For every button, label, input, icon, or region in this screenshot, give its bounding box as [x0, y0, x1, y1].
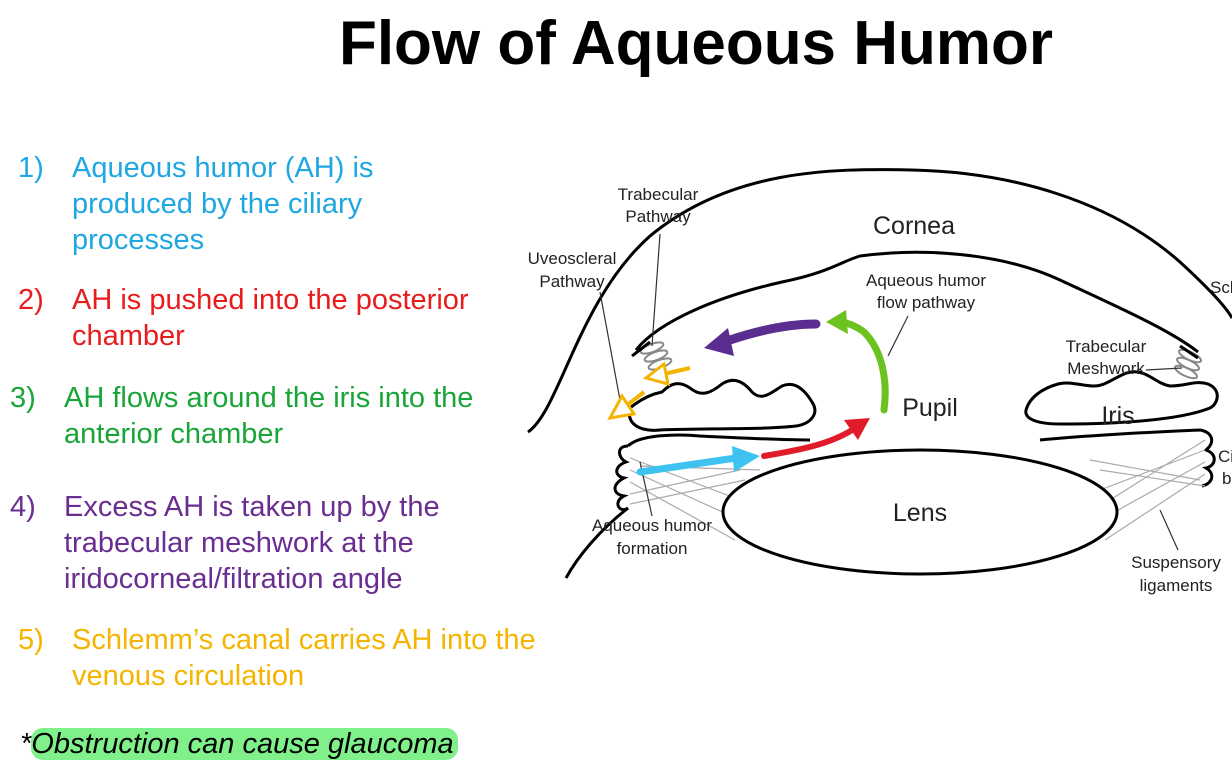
left-schlemm-canal — [631, 340, 651, 358]
posterior-chamber-arrowhead — [844, 418, 870, 440]
anterior-chamber-arrowhead — [826, 310, 848, 334]
cornea-inner-curve — [634, 250, 1199, 354]
step-2: 2) AH is pushed into the posterior chamb… — [18, 282, 538, 354]
ah-flow-label: Aqueous humor — [866, 271, 986, 290]
suspensory-ligaments-label-2: ligaments — [1140, 576, 1213, 595]
trabecular-pathway-label: Trabecular — [618, 185, 699, 204]
trabecular-meshwork-label: Trabecular — [1066, 337, 1147, 356]
formation-arrow — [636, 454, 740, 476]
ah-flow-label-2: flow pathway — [877, 293, 976, 312]
formation-arrowhead — [732, 446, 760, 472]
step-text: AH is pushed into the posterior chamber — [72, 284, 469, 352]
step-5: 5) Schlemm’s canal carries AH into the v… — [18, 622, 558, 694]
step-number: 3) — [10, 382, 36, 414]
step-text: Aqueous humor (AH) is produced by the ci… — [72, 152, 374, 256]
trabecular-arrow — [725, 319, 821, 345]
left-iris — [627, 378, 817, 432]
uveoscleral-arrow — [624, 390, 646, 408]
iris-label: Iris — [1101, 402, 1134, 430]
posterior-chamber-arrow — [761, 427, 855, 459]
cornea-label: Cornea — [873, 212, 955, 240]
left-ciliary-top — [626, 433, 811, 448]
step-number: 2) — [18, 284, 44, 316]
right-iris — [1024, 370, 1219, 426]
page-title: Flow of Aqueous Humor — [338, 9, 1054, 78]
note-prefix: * — [20, 728, 32, 760]
step-number: 5) — [18, 624, 44, 656]
step-1: 1) Aqueous humor (AH) is produced by the… — [18, 150, 458, 258]
trabecular-meshwork-label-2: Meshwork — [1067, 359, 1145, 378]
step-text: AH flows around the iris into the anteri… — [64, 382, 474, 450]
trabecular-pathway-label-2: Pathway — [625, 207, 691, 226]
glaucoma-note: *Obstruction can cause glaucoma — [20, 728, 458, 761]
lens-label: Lens — [893, 499, 947, 527]
step-text: Schlemm’s canal carries AH into the veno… — [72, 624, 536, 692]
ah-formation-label-2: formation — [617, 539, 688, 558]
left-ciliary-body — [613, 444, 630, 511]
step-text: Excess AH is taken up by the trabecular … — [64, 491, 440, 595]
uveoscleral-label-2: Pathway — [539, 272, 605, 291]
uveoscleral-label: Uveoscleral — [528, 249, 617, 268]
ciliary-label-partial: Ci — [1218, 447, 1232, 466]
pupil-label: Pupil — [902, 394, 958, 422]
cornea-outer-curve — [527, 168, 1232, 434]
step-4: 4) Excess AH is taken up by the trabecul… — [10, 489, 510, 597]
anterior-chamber-arrow — [836, 318, 889, 414]
left-sclera-lower — [564, 506, 629, 579]
lens — [721, 448, 1119, 576]
ciliary-label-partial-2: b — [1222, 469, 1231, 488]
right-ciliary-top — [1039, 428, 1216, 488]
schlemm-arrow — [663, 366, 691, 376]
suspensory-ligaments-label: Suspensory — [1131, 553, 1221, 572]
schlemm-label-partial: Scl — [1210, 278, 1232, 297]
uveoscleral-arrowhead — [607, 393, 637, 420]
note-highlight: Obstruction can cause glaucoma — [31, 728, 458, 760]
trabecular-arrowhead — [704, 328, 734, 356]
step-number: 4) — [10, 491, 36, 523]
ah-formation-label: Aqueous humor — [592, 516, 712, 535]
step-number: 1) — [18, 152, 44, 184]
step-3: 3) AH flows around the iris into the ant… — [10, 380, 540, 452]
right-schlemm-canal — [1179, 344, 1199, 360]
schlemm-arrowhead — [642, 361, 670, 387]
